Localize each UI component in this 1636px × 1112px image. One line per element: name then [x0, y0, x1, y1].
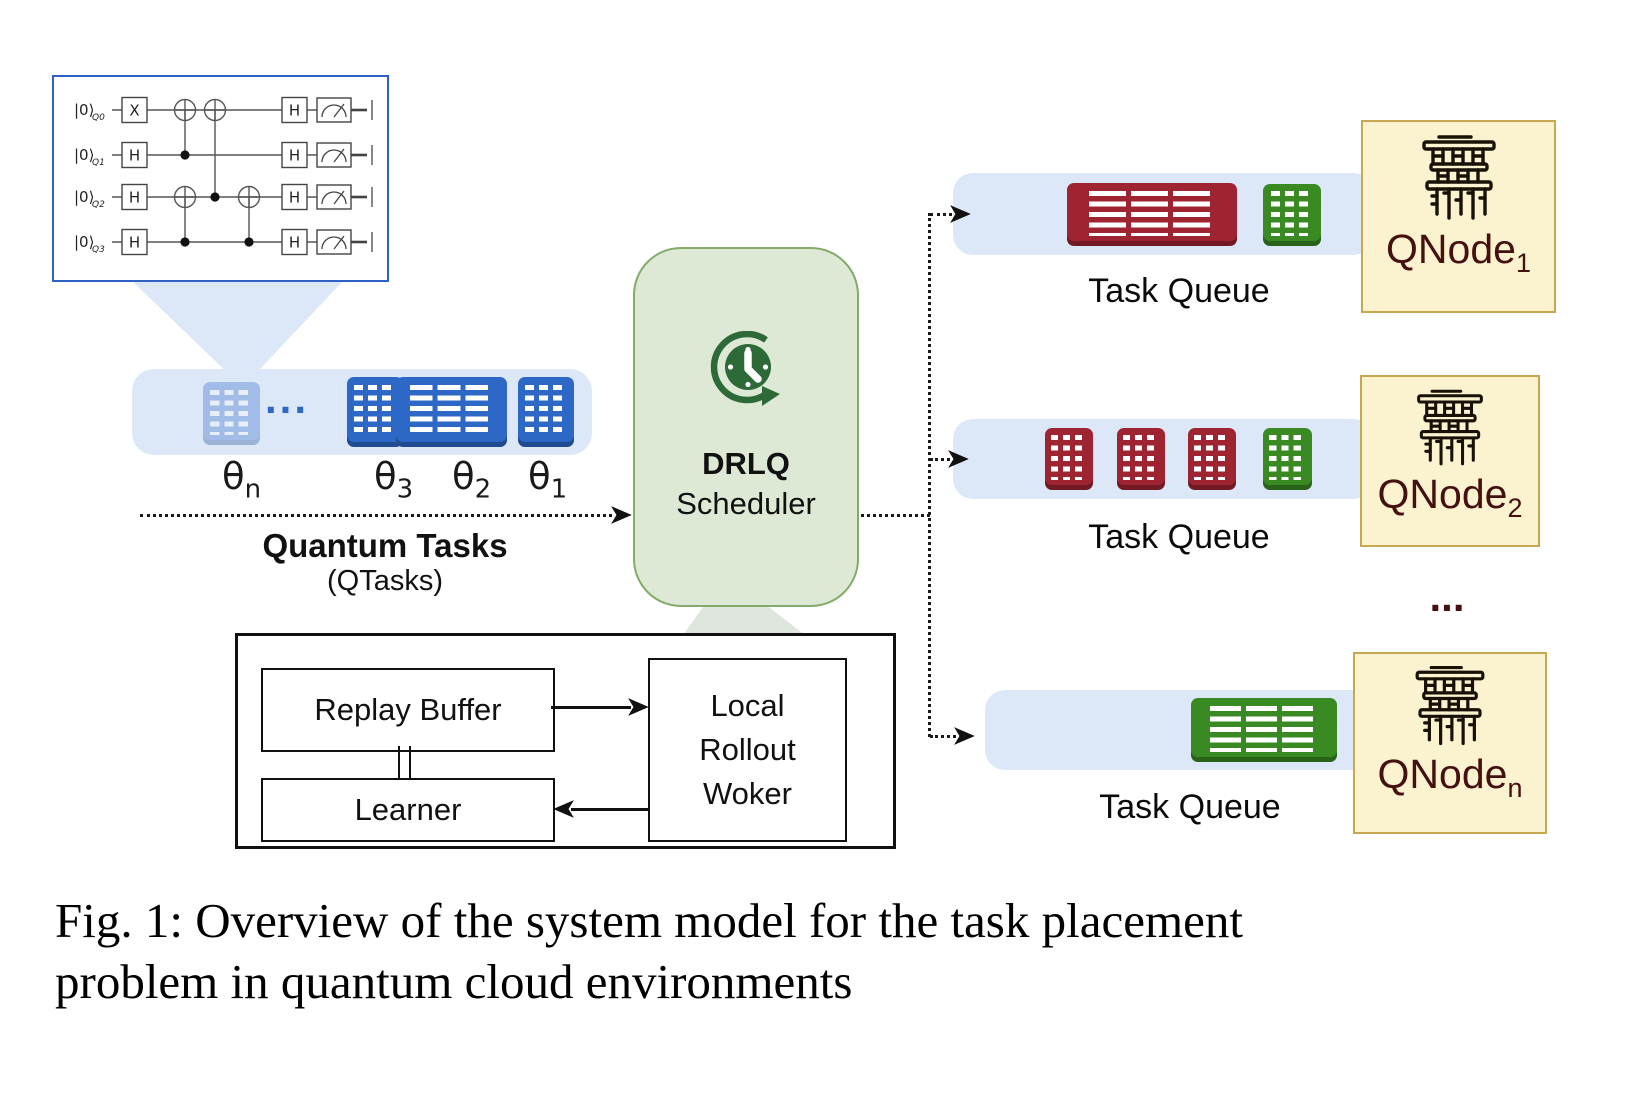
task-ellipsis: ... [265, 375, 310, 422]
clock-rotate-icon [702, 330, 790, 420]
svg-text:|0⟩: |0⟩ [74, 233, 94, 251]
task-icon-red [1188, 428, 1236, 490]
task-icon-green [1263, 428, 1312, 490]
quantum-circuit-inset: |0⟩ Q0 |0⟩ Q1 |0⟩ Q2 |0⟩ Q3 X H H H [52, 75, 389, 282]
label-theta-2: θ2 [452, 455, 492, 505]
qnode-n-label: QNoden [1377, 751, 1523, 804]
qnode-n: QNoden [1353, 652, 1547, 834]
learner-label: Learner [354, 792, 462, 827]
arrow-replay-to-worker [551, 706, 631, 709]
svg-text:H: H [289, 147, 300, 165]
label-theta-1: θ1 [528, 455, 568, 505]
scheduler-subname: Scheduler [676, 486, 816, 521]
qnode-1-label: QNode1 [1386, 226, 1531, 279]
qnode-2: QNode2 [1360, 375, 1540, 547]
rollout-worker-label: Local Rollout Woker [699, 688, 796, 811]
drlq-scheduler: DRLQ Scheduler [633, 247, 859, 607]
qnode-2-label: QNode2 [1377, 471, 1523, 524]
connector-branch-queue2 [930, 458, 950, 461]
replay-buffer-label: Replay Buffer [314, 692, 502, 727]
task-icon-red [1045, 428, 1093, 490]
connector-branch-queue3 [930, 735, 956, 738]
arrowhead-queue3 [954, 727, 975, 745]
svg-text:H: H [129, 189, 140, 207]
task-icon-green-wide [1191, 698, 1337, 762]
qtask-strip: ... [132, 369, 592, 455]
task-icon-red-wide [1067, 183, 1237, 246]
svg-text:|0⟩: |0⟩ [74, 146, 94, 164]
label-theta-n: θn [222, 455, 262, 505]
rollout-worker-box: Local Rollout Woker [648, 658, 847, 842]
connector-scheduler-out [856, 514, 930, 517]
arrowhead-scheduler-in [611, 506, 632, 524]
svg-text:X: X [129, 102, 139, 120]
task-icon-theta-2 [396, 377, 507, 447]
task-queue-2-label: Task Queue [1088, 518, 1270, 556]
quantum-computer-icon [1421, 135, 1496, 220]
task-queue-1-label: Task Queue [1088, 272, 1270, 310]
svg-text:Q3: Q3 [92, 245, 105, 255]
scheduler-label: DRLQ Scheduler [635, 444, 857, 524]
caption-line-2: problem in quantum cloud environments [55, 954, 853, 1009]
quantum-tasks-title: Quantum Tasks [262, 527, 508, 564]
quantum-computer-icon [1417, 389, 1483, 466]
replay-buffer-box: Replay Buffer [261, 668, 555, 752]
quantum-computer-icon [1415, 665, 1485, 746]
svg-text:Q2: Q2 [92, 200, 105, 210]
replay-learner-link [398, 746, 411, 778]
quantum-circuit-diagram: |0⟩ Q0 |0⟩ Q1 |0⟩ Q2 |0⟩ Q3 X H H H [74, 96, 373, 256]
task-queue-3 [985, 690, 1385, 770]
svg-text:Q0: Q0 [92, 113, 105, 123]
circuit-zoom-funnel [130, 279, 345, 370]
task-queue-1 [953, 173, 1373, 255]
connector-branch-queue1 [930, 213, 952, 216]
connector-branch-vertical [928, 213, 931, 737]
svg-text:|0⟩: |0⟩ [74, 101, 94, 119]
task-icon-theta-3 [347, 377, 403, 447]
task-icon-theta-n [203, 382, 260, 445]
svg-text:H: H [129, 147, 140, 165]
svg-text:H: H [289, 189, 300, 207]
task-queue-3-label: Task Queue [1099, 788, 1281, 826]
svg-text:|0⟩: |0⟩ [74, 188, 94, 206]
arrow-worker-to-learner [571, 808, 648, 811]
svg-text:H: H [289, 234, 300, 252]
task-icon-red [1117, 428, 1165, 490]
training-module: Replay Buffer Learner Local Rollout Woke… [235, 633, 896, 849]
figure-caption: Fig. 1: Overview of the system model for… [55, 890, 1600, 1012]
svg-text:H: H [129, 234, 140, 252]
arrowhead-worker-in [628, 698, 649, 716]
task-queue-2 [953, 419, 1373, 499]
task-icon-green [1263, 184, 1321, 246]
learner-box: Learner [261, 778, 555, 842]
task-icon-theta-1 [518, 377, 574, 447]
qnode-ellipsis: ... [1429, 573, 1465, 620]
label-theta-3: θ3 [374, 455, 414, 505]
svg-text:Q1: Q1 [92, 158, 105, 168]
svg-text:H: H [289, 102, 300, 120]
caption-line-1: Fig. 1: Overview of the system model for… [55, 893, 1243, 948]
qnode-1: QNode1 [1361, 120, 1556, 313]
scheduler-name: DRLQ [702, 446, 790, 481]
connector-tasks-to-scheduler [140, 514, 612, 517]
quantum-tasks-subtitle: (QTasks) [327, 565, 443, 597]
